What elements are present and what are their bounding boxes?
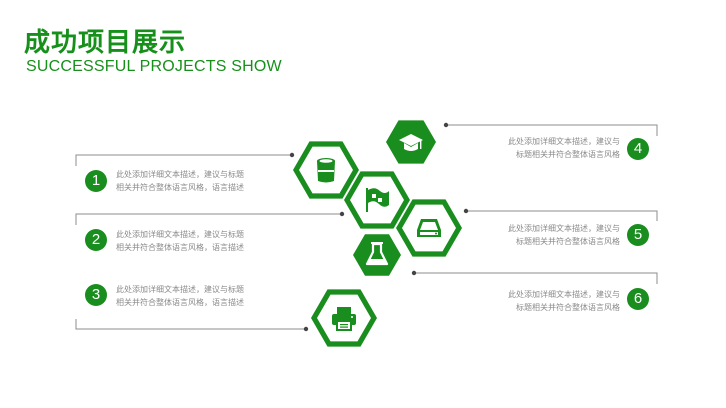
- connector-line-2: [75, 213, 342, 225]
- connector-line-4: [446, 124, 658, 136]
- flag-icon: [366, 188, 389, 212]
- connector-dot-3: [303, 326, 309, 332]
- item-2-description: 此处添加详细文本描述，建议与标题 相关并符合整体语言风格，语言描述: [116, 228, 266, 254]
- connector-dot-6: [411, 270, 417, 276]
- connector-line-1: [75, 154, 292, 166]
- connector-line-6: [414, 272, 658, 284]
- item-3-line1: 此处添加详细文本描述，建议与标题: [116, 285, 244, 294]
- database-hexagon: [293, 141, 359, 199]
- flask-hexagon: [353, 234, 401, 276]
- number-badge-6: 6: [627, 288, 649, 310]
- number-badge-2: 2: [85, 229, 107, 251]
- graduation-cap-hexagon: [386, 120, 436, 164]
- connector-dot-5: [463, 208, 469, 214]
- number-badge-3: 3: [85, 284, 107, 306]
- connector-line-5: [466, 210, 658, 221]
- database-icon: [317, 158, 335, 183]
- item-2-line1: 此处添加详细文本描述，建议与标题: [116, 230, 244, 239]
- graduation-cap-icon: [399, 134, 423, 151]
- number-badge-1: 1: [85, 170, 107, 192]
- connector-dot-1: [289, 152, 295, 158]
- item-1-description: 此处添加详细文本描述，建议与标题 相关并符合整体语言风格，语言描述: [116, 168, 266, 194]
- printer-hexagon: [311, 289, 377, 347]
- item-3-line2: 相关并符合整体语言风格，语言描述: [116, 298, 244, 307]
- item-3-description: 此处添加详细文本描述，建议与标题 相关并符合整体语言风格，语言描述: [116, 283, 266, 309]
- item-6-description: 此处添加详细文本描述，建议与 标题相关并符合整体语言风格: [470, 288, 620, 314]
- number-badge-5: 5: [627, 224, 649, 246]
- connector-dot-4: [443, 122, 449, 128]
- number-badge-4: 4: [627, 138, 649, 160]
- page-subtitle: SUCCESSFUL PROJECTS SHOW: [26, 58, 282, 75]
- flask-icon: [365, 242, 389, 266]
- item-5-description: 此处添加详细文本描述，建议与 标题相关并符合整体语言风格: [470, 222, 620, 248]
- item-1-line2: 相关并符合整体语言风格，语言描述: [116, 183, 244, 192]
- item-1-line1: 此处添加详细文本描述，建议与标题: [116, 170, 244, 179]
- item-4-description: 此处添加详细文本描述，建议与 标题相关并符合整体语言风格: [470, 135, 620, 161]
- hard-drive-hexagon: [396, 199, 462, 257]
- item-5-line1: 此处添加详细文本描述，建议与: [508, 224, 620, 233]
- item-6-line1: 此处添加详细文本描述，建议与: [508, 290, 620, 299]
- hard-drive-icon: [417, 219, 441, 237]
- item-5-line2: 标题相关并符合整体语言风格: [516, 237, 620, 246]
- item-4-line1: 此处添加详细文本描述，建议与: [508, 137, 620, 146]
- printer-icon: [332, 307, 356, 331]
- connector-dot-2: [339, 211, 345, 217]
- page-title: 成功项目展示: [24, 28, 187, 58]
- item-2-line2: 相关并符合整体语言风格，语言描述: [116, 243, 244, 252]
- item-4-line2: 标题相关并符合整体语言风格: [516, 150, 620, 159]
- connector-line-3: [75, 319, 306, 330]
- item-6-line2: 标题相关并符合整体语言风格: [516, 303, 620, 312]
- flag-hexagon: [344, 171, 410, 229]
